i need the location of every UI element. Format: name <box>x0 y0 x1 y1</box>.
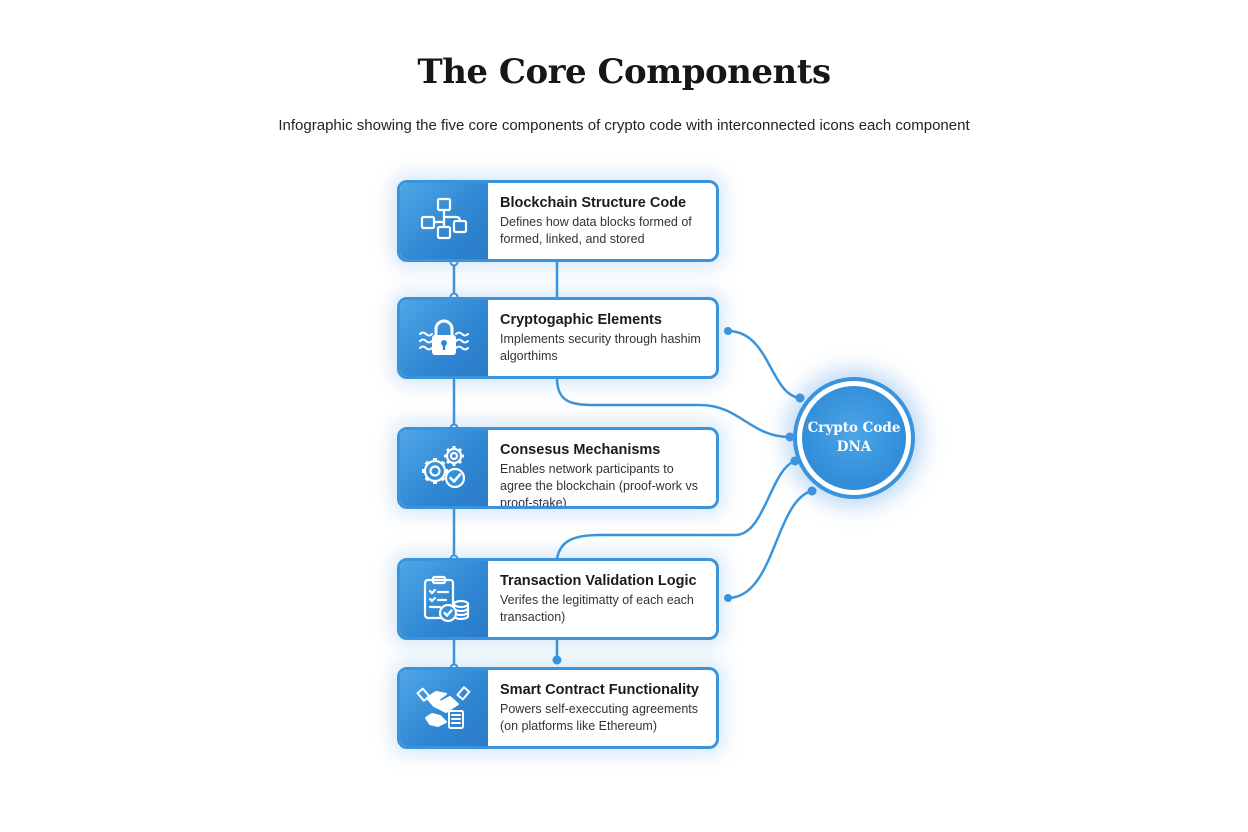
hub-core: Crypto Code DNA <box>802 386 906 490</box>
component-card-blockchain-structure[interactable]: Blockchain Structure Code Defines how da… <box>397 180 719 262</box>
padlock-icon <box>419 319 469 355</box>
gears-check-icon <box>422 446 466 489</box>
hub-label: Crypto Code DNA <box>807 420 901 455</box>
page-title: The Core Components <box>417 52 831 92</box>
hub-link-card2 <box>726 329 802 400</box>
component-description: Enables network participants to agree th… <box>500 462 699 509</box>
blockchain-blocks-icon <box>420 197 468 240</box>
component-description: Defines how data blocks formed of formed… <box>500 215 692 246</box>
component-card-consensus-mechanisms[interactable]: Consesus Mechanisms Enables network part… <box>397 427 719 509</box>
icon-panel <box>400 670 488 746</box>
component-description: Powers self-execcuting agreements (on pl… <box>500 702 699 733</box>
component-description: Verifes the legitimatty of each each tra… <box>500 593 694 624</box>
icon-panel <box>400 561 488 637</box>
icon-panel <box>400 430 488 506</box>
link-dot <box>724 327 732 335</box>
component-card-smart-contract[interactable]: Smart Contract Functionality Powers self… <box>397 667 719 749</box>
component-title: Blockchain Structure Code <box>500 195 687 211</box>
link-dot <box>795 393 805 403</box>
component-title: Consesus Mechanisms <box>500 442 661 458</box>
component-card-cryptographic-elements[interactable]: Cryptogaphic Elements Implements securit… <box>397 297 719 379</box>
page-subtitle: Infographic showing the five core compon… <box>278 117 970 134</box>
component-title: Cryptogaphic Elements <box>500 312 662 328</box>
component-title: Smart Contract Functionality <box>500 682 699 698</box>
component-title: Transaction Validation Logic <box>500 573 697 589</box>
icon-panel <box>400 183 488 259</box>
crypto-code-dna-hub[interactable]: Crypto Code DNA <box>793 377 915 499</box>
component-description: Implements security through hashim algor… <box>500 332 701 363</box>
link-dot <box>724 594 732 602</box>
clipboard-coins-icon <box>423 575 470 623</box>
hub-link-card4 <box>726 489 814 600</box>
handshake-contract-icon <box>416 686 471 729</box>
component-card-transaction-validation[interactable]: Transaction Validation Logic Verifes the… <box>397 558 719 640</box>
link-dot <box>552 655 562 665</box>
icon-panel <box>400 300 488 376</box>
link-dot <box>807 486 817 496</box>
